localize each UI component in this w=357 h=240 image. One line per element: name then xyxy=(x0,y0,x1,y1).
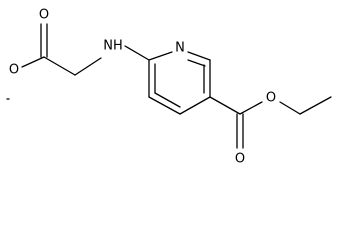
bond-ring-n1-c6-inner xyxy=(187,59,206,67)
atom-o-carbonyl-ester1: O xyxy=(39,8,49,23)
atom-o-carbonyl-ester2: O xyxy=(235,152,245,167)
bond-c-ch2 xyxy=(43,56,76,76)
bond-ring-ester-c xyxy=(209,96,241,115)
atom-o-ether-ester1: O xyxy=(9,63,19,78)
bond-ester-c-o xyxy=(239,101,263,115)
bond-ring-n1-c6 xyxy=(187,51,211,61)
bond-ch2-nh xyxy=(74,57,102,76)
chemical-structure-diagram: O O NH N O O xyxy=(6,8,332,167)
atom-o-ether-ester2: O xyxy=(266,91,276,106)
bond-ring-c4-c3 xyxy=(148,96,181,115)
bond-o-ch2 xyxy=(279,101,301,115)
atom-nh: NH xyxy=(103,39,123,54)
atom-labels: O O NH N O O xyxy=(9,8,276,167)
bond-ring-c2-n1 xyxy=(148,51,173,61)
bond-nh-ring xyxy=(124,45,150,61)
bond-o-carbonyl-c xyxy=(21,56,45,68)
bond-ring-c5-c4 xyxy=(179,96,211,115)
bond-ring-c4-c3-inner xyxy=(154,92,181,108)
bond-ch2-ch3 xyxy=(299,96,332,115)
bonds xyxy=(6,23,332,149)
atom-n-ring: N xyxy=(175,41,185,56)
